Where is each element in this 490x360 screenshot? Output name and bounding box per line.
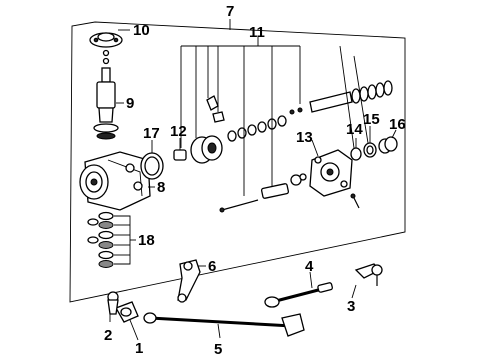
callout-5: 5 xyxy=(214,341,222,358)
callout-14: 14 xyxy=(346,121,363,138)
callout-2: 2 xyxy=(104,327,112,344)
callout-8: 8 xyxy=(157,179,165,196)
callout-13: 13 xyxy=(296,129,313,146)
callout-9: 9 xyxy=(126,95,134,112)
part-9-sector-shaft xyxy=(93,67,119,140)
part-8-gear-housing xyxy=(79,151,151,211)
part-11-spring-coil xyxy=(351,80,393,104)
part-10-cover-plate xyxy=(89,32,123,65)
callout-1: 1 xyxy=(135,340,143,357)
callout-15: 15 xyxy=(363,111,380,128)
part-18-washer-stack xyxy=(87,211,114,268)
part-5-center-link xyxy=(143,312,305,337)
part-6-pitman-arm xyxy=(177,259,201,303)
part-15-seal xyxy=(363,142,377,158)
callout-10: 10 xyxy=(133,22,150,39)
callout-3: 3 xyxy=(347,298,355,315)
part-3-tie-rod-end xyxy=(354,263,383,286)
part-2-tie-rod-end xyxy=(107,291,119,315)
part-1-idler-arm xyxy=(115,301,139,323)
part-4-drag-link xyxy=(264,282,333,308)
callout-4: 4 xyxy=(305,258,314,275)
callout-12: 12 xyxy=(170,123,187,140)
part-12-end-plug xyxy=(173,149,187,161)
part-16-end-cap xyxy=(378,136,398,154)
part-14-seal xyxy=(350,147,362,161)
callout-18: 18 xyxy=(138,232,155,249)
callout-7: 7 xyxy=(226,3,234,20)
callout-11: 11 xyxy=(249,24,265,41)
leader-lines xyxy=(109,19,397,341)
callout-16: 16 xyxy=(389,116,406,133)
callout-17: 17 xyxy=(143,125,160,142)
part-11-valve-assembly xyxy=(190,91,353,213)
part-small-bolt xyxy=(350,193,360,209)
assembly-boundary xyxy=(69,21,406,303)
callout-6: 6 xyxy=(208,258,216,275)
part-13-rack-piston xyxy=(309,149,353,197)
part-17-seal-ring xyxy=(140,152,164,180)
